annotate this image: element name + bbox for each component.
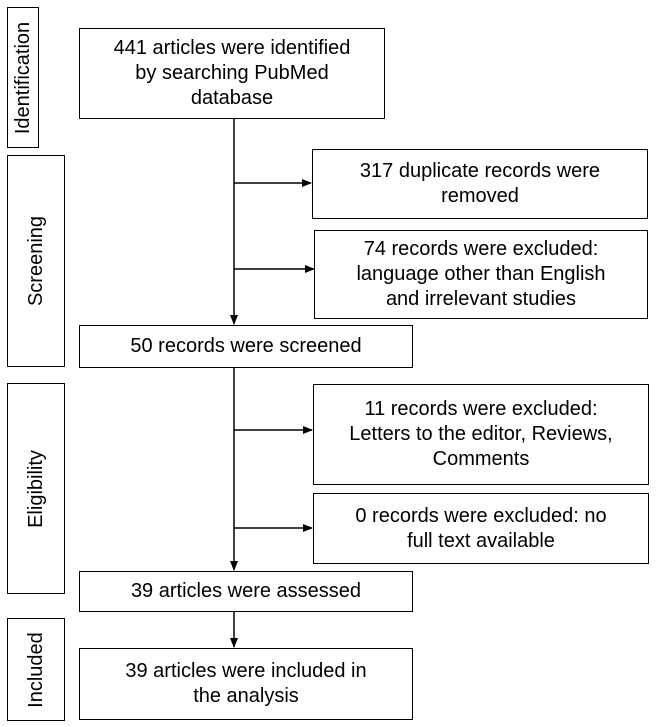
excluded-language-box: 74 records were excluded: language other… <box>314 230 648 319</box>
excluded-letters-box: 11 records were excluded: Letters to the… <box>313 384 649 485</box>
duplicates-removed-box: 317 duplicate records were removed <box>312 149 648 219</box>
phase-label-included: Included <box>7 618 65 721</box>
phase-label-screening-text: Screening <box>25 215 47 307</box>
screened-box: 50 records were screened <box>79 325 413 368</box>
phase-label-screening: Screening <box>7 155 65 367</box>
excluded-fulltext-box: 0 records were excluded: no full text av… <box>313 493 649 564</box>
identified-box: 441 articles were identified by searchin… <box>79 28 385 119</box>
phase-label-eligibility: Eligibility <box>7 383 65 594</box>
phase-label-identification: Identification <box>7 7 39 148</box>
phase-label-included-text: Included <box>25 631 47 708</box>
phase-label-eligibility-text: Eligibility <box>25 449 47 528</box>
assessed-box: 39 articles were assessed <box>79 571 413 612</box>
included-box: 39 articles were included in the analysi… <box>79 648 413 720</box>
phase-label-identification-text: Identification <box>12 21 35 134</box>
